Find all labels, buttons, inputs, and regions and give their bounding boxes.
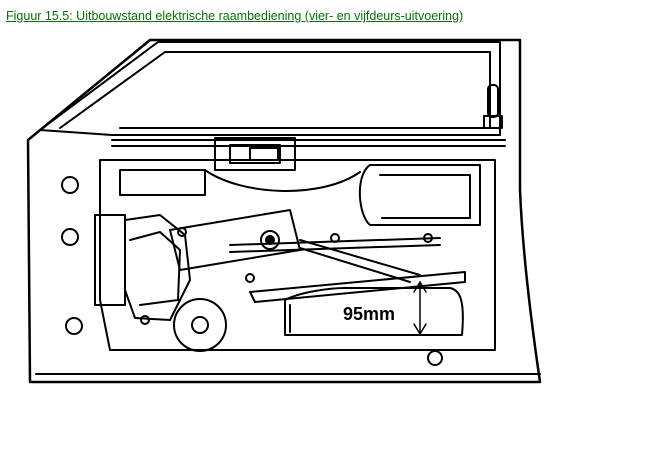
mounting-bolt bbox=[245, 273, 255, 283]
speaker-recess bbox=[358, 164, 481, 226]
scissor-arm bbox=[299, 247, 411, 283]
upper-recess bbox=[119, 169, 206, 196]
figure-caption: Figuur 15.5: Uitbouwstand elektrische ra… bbox=[6, 9, 464, 23]
panel-hole bbox=[61, 176, 79, 194]
door-handle-housing bbox=[214, 137, 296, 171]
lock-knob-base bbox=[483, 115, 503, 129]
mounting-bolt bbox=[177, 227, 187, 237]
regulator-arm-link bbox=[229, 244, 441, 253]
window-motor bbox=[124, 214, 191, 321]
dimension-label: 95mm bbox=[343, 304, 395, 324]
center-arch bbox=[204, 169, 361, 192]
mounting-bolt bbox=[330, 233, 340, 243]
panel-hole bbox=[427, 350, 443, 366]
window-motor-detail bbox=[129, 231, 181, 306]
lower-recess bbox=[284, 287, 464, 336]
window-frame-inner bbox=[59, 51, 491, 129]
scissor-arm bbox=[299, 239, 421, 276]
mounting-bolt bbox=[140, 315, 150, 325]
dimension-arrow-bottom bbox=[413, 323, 427, 335]
dimension-arrow-top bbox=[413, 281, 427, 293]
guide-rail bbox=[249, 271, 466, 303]
speaker-recess-inner bbox=[379, 174, 471, 219]
regulator-pivot bbox=[260, 230, 280, 250]
regulator-gear bbox=[173, 298, 227, 352]
regulator-pivot-center bbox=[265, 235, 275, 245]
panel-hole bbox=[61, 228, 79, 246]
regulator-gear-hub bbox=[191, 316, 209, 334]
panel-hole bbox=[65, 317, 83, 335]
mounting-bolt bbox=[423, 233, 433, 243]
motor-bracket bbox=[94, 214, 126, 306]
door-handle-lever bbox=[249, 147, 279, 161]
door-handle-recess bbox=[229, 144, 281, 164]
inner-panel-opening bbox=[99, 159, 496, 351]
regulator-arm bbox=[169, 209, 301, 271]
window-frame bbox=[39, 41, 501, 136]
